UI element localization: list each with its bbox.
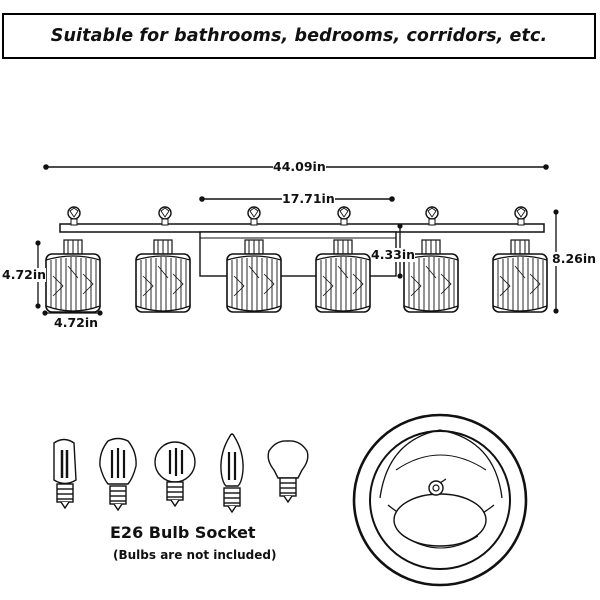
total-height-label: 8.26in: [552, 251, 597, 266]
usage-text: Suitable for bathrooms, bedrooms, corrid…: [50, 26, 548, 46]
total-width-label: 44.09in: [273, 159, 326, 174]
candle-bulb-icon: [220, 433, 244, 514]
socket-label: E26 Bulb Socket: [110, 523, 256, 542]
led-bulb-icon: [267, 440, 309, 504]
bulb-note: (Bulbs are not included): [113, 548, 277, 562]
tubular-bulb-icon: [53, 438, 77, 510]
canopy-detail: [352, 413, 528, 587]
shade-height-label: 4.72in: [2, 267, 47, 282]
shade-width-label: 4.72in: [54, 315, 99, 330]
shade-1: [45, 239, 101, 313]
shade-2: [135, 239, 191, 313]
plate-width-label: 17.71in: [282, 191, 335, 206]
globe-bulb-icon: [154, 441, 196, 508]
usage-banner: Suitable for bathrooms, bedrooms, corrid…: [2, 13, 596, 59]
mounting-bar: [59, 223, 545, 233]
extension-label: 4.33in: [371, 247, 416, 262]
filament-bulb-icon: [99, 437, 137, 512]
shade-6: [492, 239, 548, 313]
